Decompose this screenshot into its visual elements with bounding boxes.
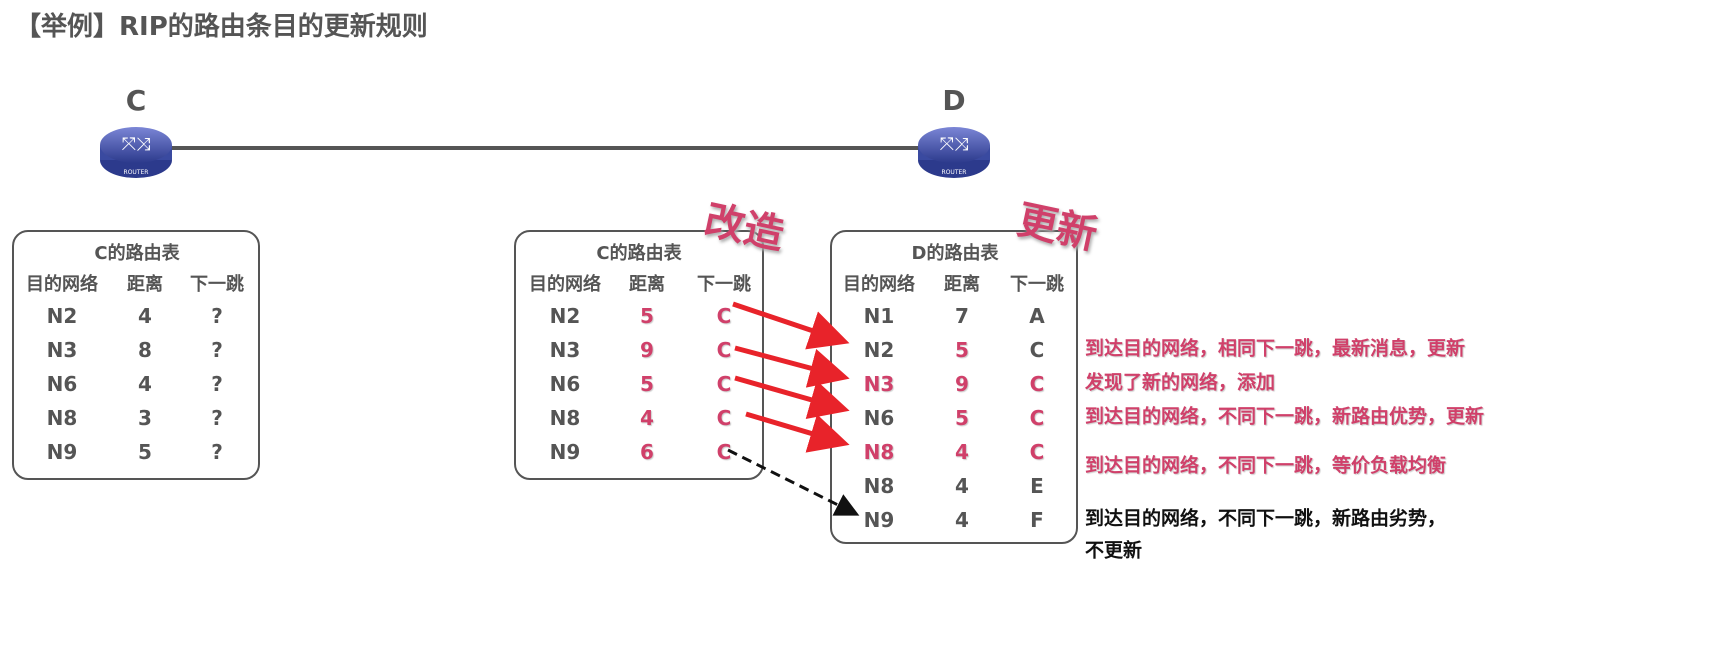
note-no-update: 不更新 [1085,539,1143,562]
table-cell: N3 [46,338,78,362]
note-new-network: 发现了新的网络，添加 [1085,371,1276,394]
table-cell: N6 [863,406,895,430]
table-cell: 5 [640,304,654,328]
table-cell: C [1029,338,1045,362]
table-cell: N2 [46,304,78,328]
col-header: 下一跳 [1010,274,1064,295]
table-cell: ? [211,372,223,396]
table-cell: C [716,338,732,362]
router-c-label: C [125,84,147,117]
table-cell: N1 [863,304,895,328]
table-cell: C [716,406,732,430]
table-cell: E [1030,474,1044,498]
svg-text:ROUTER: ROUTER [942,169,967,176]
table-cell: C [1029,440,1045,464]
col-header: 目的网络 [529,274,601,295]
table-cell: C [1029,406,1045,430]
table-cell: N3 [549,338,581,362]
table-cell: 5 [955,338,969,362]
table-title: C的路由表 [94,243,180,264]
table-cell: N6 [46,372,78,396]
table-cell: ? [211,338,223,362]
table-cell: ? [211,440,223,464]
table-title: D的路由表 [911,243,999,264]
col-header: 距离 [944,274,980,295]
col-header: 下一跳 [697,274,751,295]
table-cell: 6 [640,440,654,464]
table-cell: C [716,372,732,396]
c-routing-table-original: C的路由表 目的网络 距离 下一跳 N2 4? N3 8? N6 4? N8 3? N9 5? [12,230,260,480]
table-cell: N8 [46,406,78,430]
table-cell: N6 [549,372,581,396]
table-cell: C [1029,372,1045,396]
table-cell: 8 [138,338,152,362]
router-c-icon: ⤧⤨ ROUTER [100,127,172,178]
svg-text:⤧⤨: ⤧⤨ [122,134,151,155]
router-d-icon: ⤧⤨ ROUTER [918,127,990,178]
table-cell: N9 [863,508,895,532]
table-cell: N3 [863,372,895,396]
table-cell: 4 [640,406,654,430]
table-cell: 4 [955,440,969,464]
table-cell: 5 [640,372,654,396]
table-title: C的路由表 [596,243,682,264]
svg-text:⤧⤨: ⤧⤨ [940,134,969,155]
note-load-balance: 到达目的网络，不同下一跳，等价负载均衡 [1085,454,1447,477]
note-better-route: 到达目的网络，不同下一跳，新路由优势，更新 [1085,405,1485,428]
table-cell: 7 [955,304,969,328]
table-cell: 4 [138,372,152,396]
table-cell: N2 [863,338,895,362]
col-header: 距离 [127,274,163,295]
table-cell: 9 [640,338,654,362]
table-cell: N8 [863,440,895,464]
table-cell: 5 [138,440,152,464]
router-d-label: D [942,84,966,117]
col-header: 下一跳 [190,274,244,295]
table-cell: 5 [955,406,969,430]
table-cell: 9 [955,372,969,396]
table-cell: N2 [549,304,581,328]
note-worse-route: 到达目的网络，不同下一跳，新路由劣势， [1085,507,1447,530]
table-cell: N8 [549,406,581,430]
table-cell: N9 [549,440,581,464]
table-cell: ? [211,304,223,328]
col-header: 目的网络 [843,274,915,295]
table-cell: C [716,440,732,464]
note-same-next-hop: 到达目的网络，相同下一跳，最新消息，更新 [1085,337,1466,360]
table-cell: 4 [955,474,969,498]
col-header: 距离 [629,274,665,295]
page-title: 【举例】RIP的路由条目的更新规则 [15,12,428,42]
table-cell: C [716,304,732,328]
col-header: 目的网络 [26,274,98,295]
table-cell: 4 [138,304,152,328]
table-cell: A [1029,304,1045,328]
svg-text:ROUTER: ROUTER [124,169,149,176]
table-cell: N8 [863,474,895,498]
table-cell: ? [211,406,223,430]
table-cell: 3 [138,406,152,430]
table-cell: F [1030,508,1044,532]
table-cell: 4 [955,508,969,532]
table-cell: N9 [46,440,78,464]
